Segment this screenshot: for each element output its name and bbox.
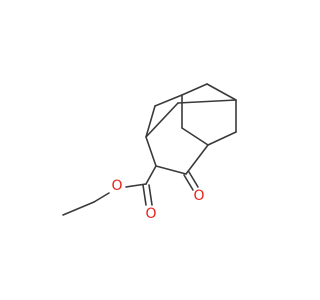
- ester-carbonyl-double-bond-a: [142, 184, 147, 206]
- bond-c4-c5: [206, 83, 237, 101]
- ester-oxygen-label: O: [111, 178, 122, 194]
- ketone-group: O: [183, 171, 205, 204]
- bond-c1-c2: [145, 105, 156, 138]
- bond-c3-c4: [181, 83, 208, 96]
- ketone-double-bond-a: [183, 174, 194, 191]
- ester-carbonyl-oxygen-label: O: [145, 206, 156, 222]
- ketone-double-bond-b: [188, 171, 199, 188]
- bond-ethyl-ch2-to-ch3: [62, 201, 95, 216]
- bond-c10-c11: [155, 165, 187, 175]
- bond-c2-c3: [154, 94, 183, 107]
- cage-skeleton: [145, 83, 237, 175]
- bond-c1-c9: [145, 102, 179, 138]
- ketone-oxygen-label: O: [193, 188, 204, 204]
- bond-c9-c5: [177, 99, 237, 104]
- bond-ester-carbon-to-oxygen: [125, 183, 147, 188]
- bond-c10-ester-carbon: [145, 165, 157, 185]
- ester-group: O O: [62, 165, 157, 222]
- bond-c1-c10: [145, 136, 157, 167]
- bond-oxygen-to-ethyl-ch2: [93, 192, 110, 203]
- ester-carbonyl-double-bond-b: [148, 184, 153, 206]
- bond-c6-c7: [207, 131, 237, 146]
- bond-c8-c7: [181, 127, 209, 146]
- bond-c11-c7: [185, 144, 209, 175]
- molecule-structure-diagram: O O O: [62, 83, 237, 222]
